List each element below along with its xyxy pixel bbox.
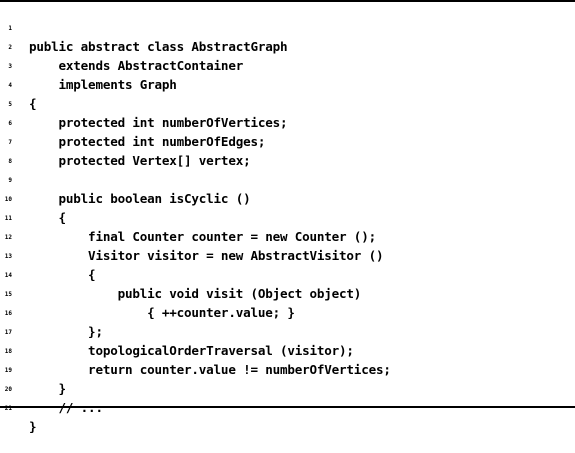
line-code: protected Vertex[] vertex; bbox=[29, 153, 251, 168]
code-line: 15 { ++counter.value; } bbox=[0, 267, 575, 320]
line-number: 20 bbox=[4, 386, 12, 393]
line-code: public abstract class AbstractGraph bbox=[29, 39, 288, 54]
line-code: } bbox=[29, 419, 37, 434]
code-line: 3 implements Graph bbox=[0, 39, 575, 92]
code-line: 5 protected int numberOfVertices; bbox=[0, 77, 575, 130]
code-line: 21 } bbox=[0, 381, 575, 434]
code-listing: 1 public abstract class AbstractGraph 2 … bbox=[0, 0, 575, 434]
code-line: 19 } bbox=[0, 343, 575, 396]
line-number: 15 bbox=[4, 291, 12, 298]
line-number: 2 bbox=[8, 44, 12, 51]
code-line: 14 public void visit (Object object) bbox=[0, 248, 575, 301]
code-line: 4 { bbox=[0, 58, 575, 111]
line-number: 6 bbox=[8, 120, 12, 127]
line-code: final Counter counter = new Counter (); bbox=[29, 229, 376, 244]
line-code: { bbox=[29, 96, 37, 111]
line-code: { bbox=[29, 267, 96, 282]
top-rule bbox=[0, 0, 575, 2]
line-number: 3 bbox=[8, 63, 12, 70]
line-number: 5 bbox=[8, 101, 12, 108]
line-number: 1 bbox=[8, 25, 12, 32]
bottom-rule bbox=[0, 406, 575, 408]
line-code: topologicalOrderTraversal (visitor); bbox=[29, 343, 354, 358]
code-line: 9 public boolean isCyclic () bbox=[0, 153, 575, 206]
line-code: extends AbstractContainer bbox=[29, 58, 244, 73]
code-line: 6 protected int numberOfEdges; bbox=[0, 96, 575, 149]
line-code: } bbox=[29, 381, 67, 396]
line-code: { bbox=[29, 210, 67, 225]
line-code: return counter.value != numberOfVertices… bbox=[29, 362, 391, 377]
code-line: 1 public abstract class AbstractGraph bbox=[0, 1, 575, 54]
line-number: 11 bbox=[4, 215, 12, 222]
line-number: 10 bbox=[4, 196, 12, 203]
code-line: 2 extends AbstractContainer bbox=[0, 20, 575, 73]
code-line: 18 return counter.value != numberOfVerti… bbox=[0, 324, 575, 377]
line-code: }; bbox=[29, 324, 103, 339]
line-code: implements Graph bbox=[29, 77, 177, 92]
line-number: 4 bbox=[8, 82, 12, 89]
line-code: public boolean isCyclic () bbox=[29, 191, 251, 206]
code-line: 7 protected Vertex[] vertex; bbox=[0, 115, 575, 168]
line-code: Visitor visitor = new AbstractVisitor () bbox=[29, 248, 384, 263]
line-number: 8 bbox=[8, 158, 12, 165]
line-number: 18 bbox=[4, 348, 12, 355]
line-number: 16 bbox=[4, 310, 12, 317]
line-number: 12 bbox=[4, 234, 12, 241]
code-line: 12 Visitor visitor = new AbstractVisitor… bbox=[0, 210, 575, 263]
code-line: 8 bbox=[0, 134, 575, 165]
line-number: 13 bbox=[4, 253, 12, 260]
line-code: protected int numberOfVertices; bbox=[29, 115, 288, 130]
code-line: 16 }; bbox=[0, 286, 575, 339]
code-line: 13 { bbox=[0, 229, 575, 282]
code-line: 10 { bbox=[0, 172, 575, 225]
line-number: 17 bbox=[4, 329, 12, 336]
line-number: 14 bbox=[4, 272, 12, 279]
line-code: protected int numberOfEdges; bbox=[29, 134, 266, 149]
code-line: 20 // ... bbox=[0, 362, 575, 415]
code-line: 11 final Counter counter = new Counter (… bbox=[0, 191, 575, 244]
line-number: 9 bbox=[8, 177, 12, 184]
line-number: 7 bbox=[8, 139, 12, 146]
code-line: 17 topologicalOrderTraversal (visitor); bbox=[0, 305, 575, 358]
line-code: public void visit (Object object) bbox=[29, 286, 362, 301]
line-number: 19 bbox=[4, 367, 12, 374]
line-code: { ++counter.value; } bbox=[29, 305, 295, 320]
